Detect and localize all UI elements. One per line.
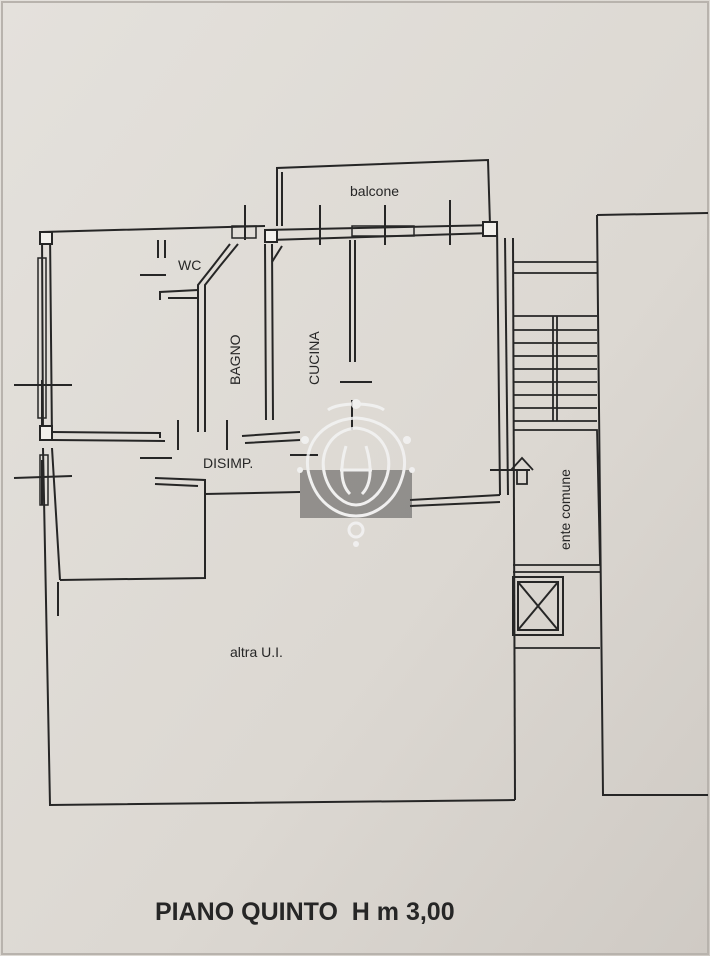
label-kitchen: CUCINA [306, 331, 322, 385]
window-sills [37, 225, 415, 506]
label-other-unit: altra U.I. [230, 644, 283, 660]
corner-columns [39, 221, 498, 441]
opening-marks [13, 200, 451, 505]
floor-title: PIANO QUINTO H m 3,00 [155, 898, 455, 926]
adjacent-building [596, 212, 709, 796]
label-wc: WC [178, 257, 201, 273]
interior-walls [51, 240, 501, 616]
entrance-arrow-icon [510, 456, 534, 485]
watermark-logo [297, 399, 415, 547]
label-common-area: ente comune [557, 469, 573, 550]
label-hallway: DISIMP. [203, 455, 253, 471]
elevator-shaft [512, 576, 564, 636]
staircase [513, 261, 601, 649]
label-bathroom: BAGNO [227, 334, 243, 385]
balcony-outline [276, 158, 491, 226]
door-marks [140, 274, 530, 471]
label-balcony: balcone [350, 183, 399, 199]
